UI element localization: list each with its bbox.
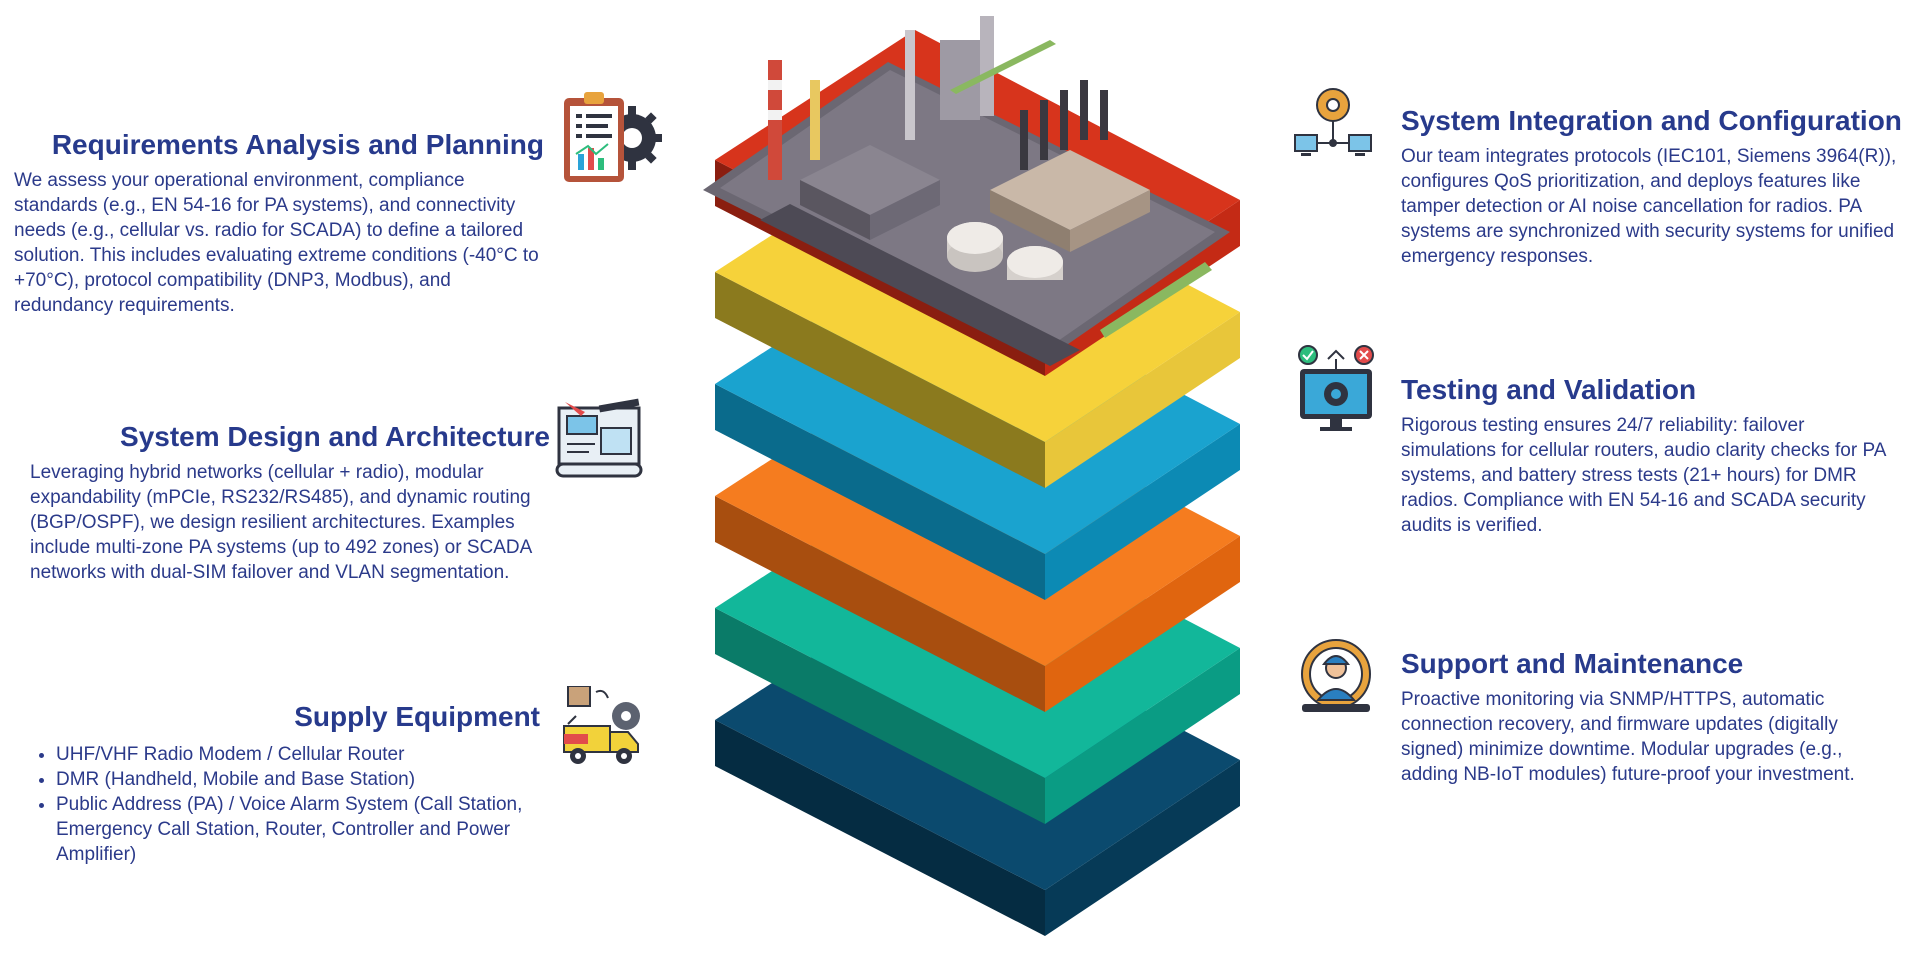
integration-section: System Integration and Configuration Our…	[1401, 104, 1911, 269]
integration-body: Our team integrates protocols (IEC101, S…	[1401, 146, 1897, 267]
testing-title: Testing and Validation	[1401, 374, 1697, 405]
requirements-section: Requirements Analysis and Planning We as…	[14, 128, 544, 318]
navy-layer-face	[715, 720, 1045, 936]
network-gear-icon	[1293, 85, 1373, 170]
navy-layer-face	[1045, 760, 1240, 936]
teal-layer-face	[1045, 648, 1240, 824]
blue-layer-face	[1045, 424, 1240, 600]
yellow-layer-face	[715, 272, 1045, 488]
clipboard-gear-icon	[562, 88, 662, 193]
design-section: System Design and Architecture Leveragin…	[30, 420, 550, 585]
testing-body: Rigorous testing ensures 24/7 reliabilit…	[1401, 415, 1886, 536]
support-title: Support and Maintenance	[1401, 648, 1744, 679]
supply-item: UHF/VHF Radio Modem / Cellular Router	[56, 742, 540, 767]
design-body: Leveraging hybrid networks (cellular + r…	[30, 462, 532, 583]
requirements-title: Requirements Analysis and Planning	[51, 129, 544, 160]
blueprint-icon	[555, 398, 645, 493]
support-body: Proactive monitoring via SNMP/HTTPS, aut…	[1401, 689, 1855, 785]
orange-layer-face	[1045, 536, 1240, 712]
support-section: Support and Maintenance Proactive monito…	[1401, 647, 1901, 787]
supply-item: Public Address (PA) / Voice Alarm System…	[56, 792, 540, 867]
yellow-layer-face	[1045, 312, 1240, 488]
monitor-gear-icon	[1296, 345, 1378, 440]
industrial-plant-illustration	[703, 16, 1230, 366]
supply-section: Supply Equipment UHF/VHF Radio Modem / C…	[30, 700, 540, 867]
orange-layer-face	[715, 496, 1045, 712]
blue-layer-face	[715, 384, 1045, 600]
supply-title: Supply Equipment	[294, 701, 540, 732]
layered-stack-diagram	[703, 16, 1240, 936]
teal-layer-face	[715, 608, 1045, 824]
integration-title: System Integration and Configuration	[1401, 105, 1902, 136]
requirements-body: We assess your operational environment, …	[14, 170, 539, 316]
design-title: System Design and Architecture	[120, 421, 550, 452]
engineer-gear-icon	[1296, 634, 1376, 725]
supply-item: DMR (Handheld, Mobile and Base Station)	[56, 767, 540, 792]
delivery-truck-icon	[562, 685, 652, 775]
supply-list: UHF/VHF Radio Modem / Cellular Router DM…	[30, 742, 540, 867]
testing-section: Testing and Validation Rigorous testing …	[1401, 373, 1901, 538]
